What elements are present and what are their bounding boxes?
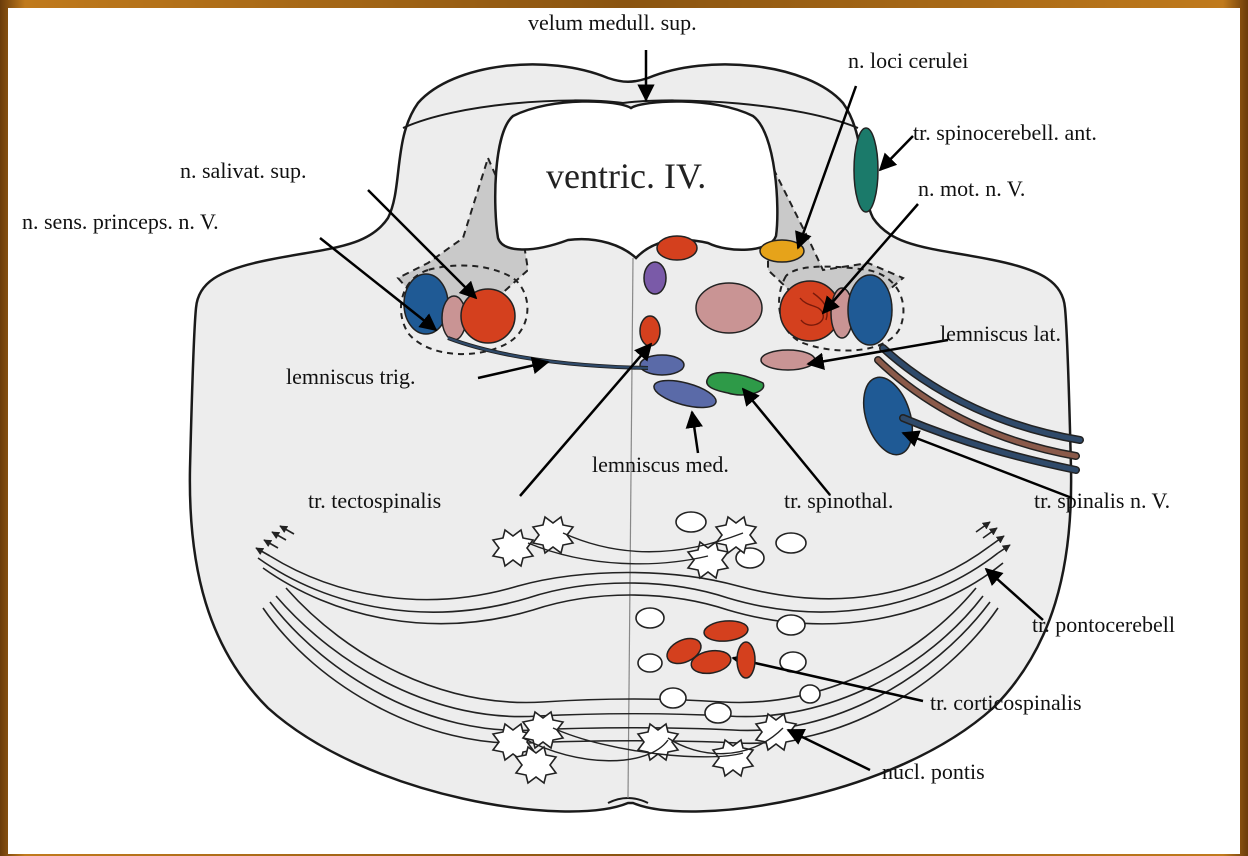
- label-tr-spinalis-n-v: tr. spinalis n. V.: [1034, 490, 1170, 512]
- slate-lemniscus-trig-node: [640, 355, 684, 375]
- label-tr-spinocerebell-ant: tr. spinocerebell. ant.: [913, 122, 1097, 144]
- label-lemniscus-lat: lemniscus lat.: [940, 323, 1061, 345]
- label-n-mot-n-v: n. mot. n. V.: [918, 178, 1025, 200]
- pink-lemniscus-lat: [761, 350, 815, 370]
- label-ventric-iv: ventric. IV.: [546, 158, 706, 194]
- teal-spinocerebell-ant: [854, 128, 878, 212]
- red-salivat-sup: [461, 289, 515, 343]
- pink-central-nucleus: [696, 283, 762, 333]
- label-n-loci-cerulei: n. loci cerulei: [848, 50, 968, 72]
- diagram-canvas: velum medull. sup. n. loci cerulei tr. s…: [8, 8, 1240, 854]
- label-velum-medull-sup: velum medull. sup.: [528, 12, 697, 34]
- label-n-salivat-sup: n. salivat. sup.: [180, 160, 307, 182]
- orange-nucleus-loci-cerulei: [760, 240, 804, 262]
- label-tr-pontocerebell: tr. pontocerebell: [1032, 614, 1175, 636]
- label-lemniscus-trig: lemniscus trig.: [286, 366, 416, 388]
- label-tr-corticospinalis: tr. corticospinalis: [930, 692, 1082, 714]
- label-n-sens-princeps-n-v: n. sens. princeps. n. V.: [22, 211, 219, 233]
- label-tr-tectospinalis: tr. tectospinalis: [308, 490, 441, 512]
- label-nucl-pontis: nucl. pontis: [882, 761, 985, 783]
- purple-nucleus: [644, 262, 666, 294]
- red-nucleus-tectospinal: [640, 316, 660, 346]
- red-corticospinal-4: [737, 642, 755, 678]
- label-lemniscus-med: lemniscus med.: [592, 454, 729, 476]
- label-tr-spinothal: tr. spinothal.: [784, 490, 893, 512]
- blue-right-nucleus: [848, 275, 892, 345]
- blue-sens-princeps: [404, 274, 448, 334]
- red-nucleus-midline-top: [657, 236, 697, 260]
